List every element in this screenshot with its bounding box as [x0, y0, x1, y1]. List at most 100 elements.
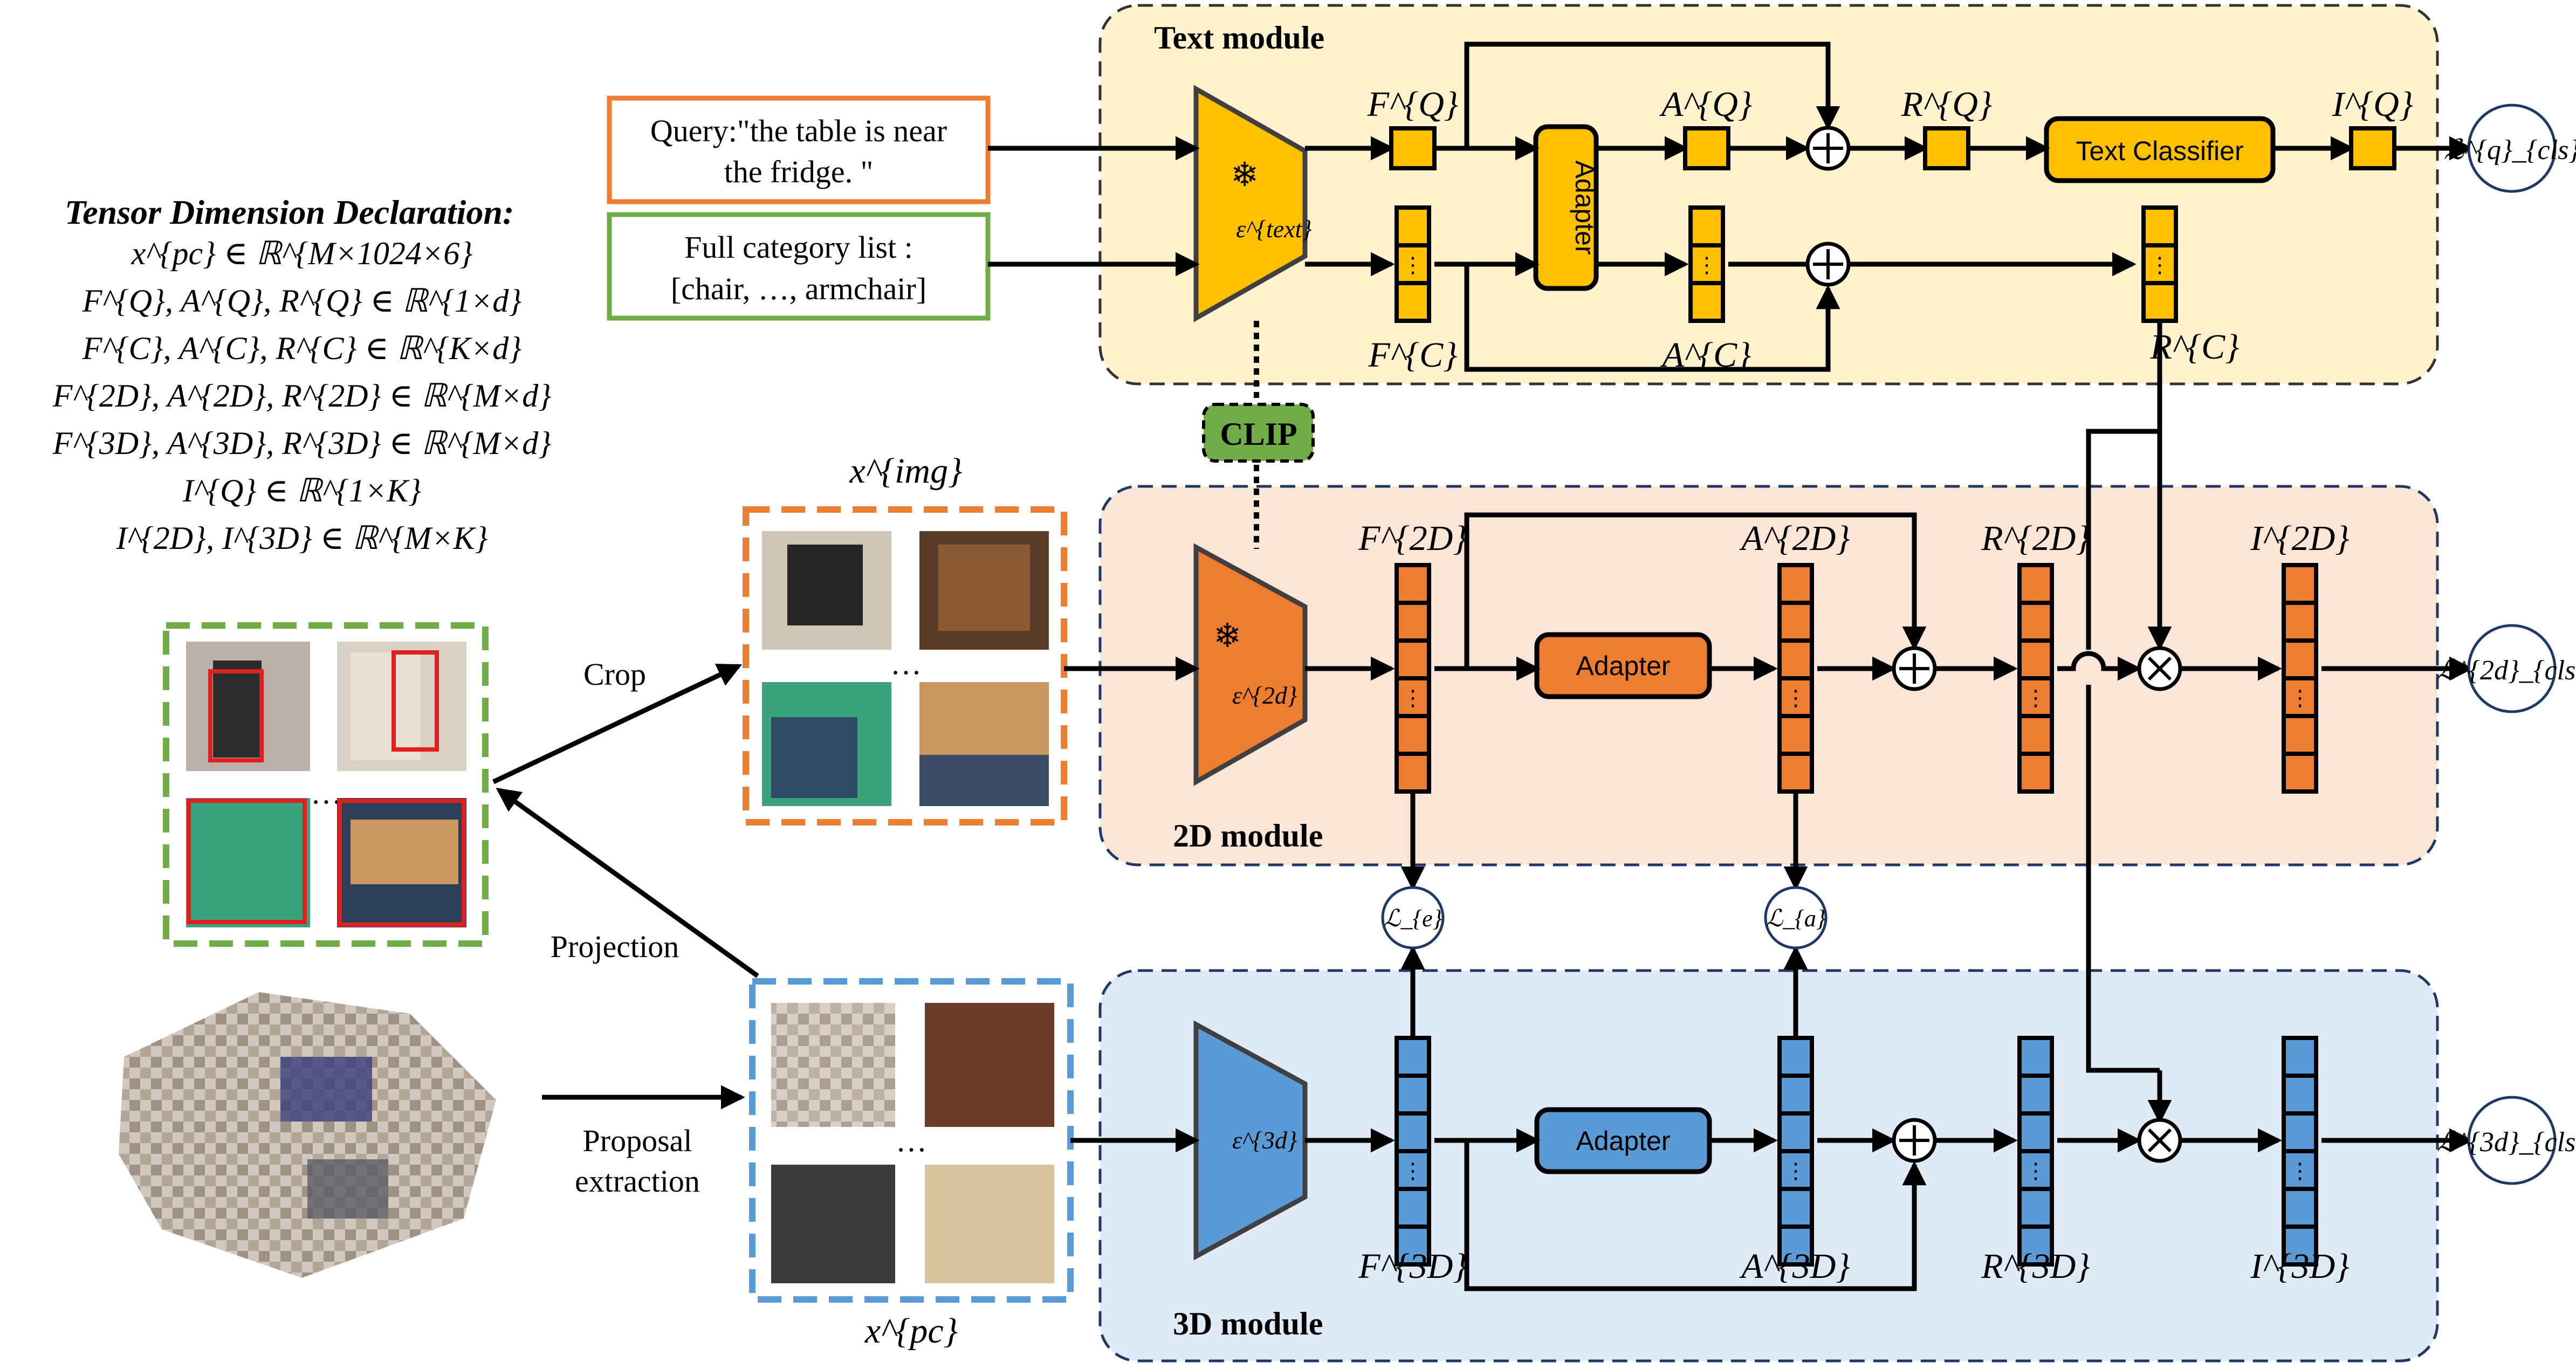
scene-crops-panel: [163, 622, 489, 947]
declaration-line: F^{Q}, A^{Q}, R^{Q} ∈ ℝ^{1×d}: [82, 283, 521, 319]
aq-cell: [1683, 126, 1730, 170]
text-classifier-label: Text Classifier: [2076, 136, 2243, 166]
f3d-stack: ⋮: [1395, 1036, 1431, 1267]
mul-node-2d: [2137, 646, 2182, 691]
2d-encoder: ❄ ε^{2d}: [1193, 543, 1308, 786]
point-cloud-thumbnails: …: [771, 1003, 1054, 1283]
category-line-2: [chair, …, armchair]: [671, 271, 926, 306]
r2d-label: R^{2D}: [1981, 519, 2090, 558]
a3d-stack: ⋮: [1777, 1036, 1814, 1267]
a3d-label: A^{3D}: [1739, 1247, 1850, 1286]
r3d-label: R^{3D}: [1981, 1247, 2090, 1286]
text-adapter-label: Adapter: [1570, 160, 1600, 254]
query-line-1: Query:"the table is near: [650, 113, 947, 148]
crop-arrow: [492, 663, 743, 785]
ac-stack: ⋮: [1688, 205, 1725, 323]
snowflake-icon: ❄: [1231, 155, 1259, 194]
ac-label: A^{C}: [1660, 335, 1751, 375]
mul-node-3d: [2137, 1118, 2182, 1163]
i2d-label: I^{2D}: [2250, 519, 2349, 558]
text-adapter-box: [1533, 124, 1599, 291]
loss-le: ℒ_{e}: [1381, 886, 1445, 950]
ellipsis-glyph: …: [311, 775, 342, 810]
text-module-title: Text module: [1154, 20, 1324, 56]
vertical-ellipsis: ⋮: [2025, 1159, 2046, 1184]
r2d-stack: ⋮: [2017, 563, 2054, 794]
3d-module-title: 3D module: [1173, 1306, 1323, 1342]
iq-cell: [2349, 126, 2396, 170]
declaration-line: F^{2D}, A^{2D}, R^{2D} ∈ ℝ^{M×d}: [52, 378, 551, 414]
fq-label: F^{Q}: [1367, 85, 1459, 124]
vertical-ellipsis: ⋮: [2289, 686, 2311, 711]
3d-encoder-label: ε^{3d}: [1232, 1126, 1297, 1154]
fc-stack: ⋮: [1395, 205, 1431, 323]
f2d-skip-arrow: [1464, 512, 1927, 669]
3d-encoder: ε^{3d}: [1193, 1020, 1308, 1261]
vertical-ellipsis: ⋮: [1402, 253, 1424, 278]
fc-label: F^{C}: [1368, 335, 1458, 375]
ellipsis-glyph: …: [896, 1123, 927, 1158]
vertical-ellipsis: ⋮: [2149, 253, 2170, 278]
i3d-stack: ⋮: [2282, 1036, 2318, 1267]
iq-label: I^{Q}: [2332, 85, 2413, 124]
sum-node-q: [1805, 126, 1851, 171]
r2d-hop-line: [2057, 651, 2138, 671]
declaration-line: x^{pc} ∈ ℝ^{M×1024×6}: [131, 236, 473, 271]
tensor-dimension-declaration: Tensor Dimension Declaration: x^{pc} ∈ ℝ…: [52, 193, 551, 556]
vertical-ellipsis: ⋮: [1785, 686, 1806, 711]
scene-point-cloud: [119, 992, 496, 1278]
rc-stack: ⋮: [2141, 205, 2178, 323]
loss-cls-q: ℒ^{q}_{cls}: [2444, 104, 2576, 193]
rc-branch-lower-line: [2086, 685, 2160, 1073]
i3d-label: I^{3D}: [2250, 1247, 2349, 1286]
rc-label: R^{C}: [2150, 327, 2240, 367]
svg-text:ℒ_{a}: ℒ_{a}: [1766, 905, 1826, 932]
category-line-1: Full category list :: [684, 230, 913, 265]
ximg-label: x^{img}: [849, 451, 963, 491]
f3d-skip-arrow: [1464, 1140, 1927, 1291]
projection-label: Projection: [551, 929, 679, 964]
feature-cells: ⋮ ⋮ ⋮ ⋮ ⋮ ⋮ ⋮ ⋮ ⋮ ⋮ ⋮: [1389, 126, 2396, 1267]
declaration-line: I^{2D}, I^{3D} ∈ ℝ^{M×K}: [116, 520, 488, 556]
f2d-label: F^{2D}: [1358, 519, 1467, 558]
fq-cell: [1389, 126, 1437, 170]
text-module-background: [1098, 4, 2439, 386]
2d-encoder-label: ε^{2d}: [1232, 682, 1297, 709]
sum-node-2d: [1892, 646, 1937, 691]
declaration-line: I^{Q} ∈ ℝ^{1×K}: [182, 473, 421, 508]
text-encoder: ❄ ε^{text}: [1193, 85, 1312, 322]
image-crops-thumbnails: …: [762, 531, 1049, 806]
vertical-ellipsis: ⋮: [2025, 686, 2046, 711]
2d-module-title: 2D module: [1173, 818, 1323, 854]
xpc-label: x^{pc}: [864, 1311, 958, 1351]
svg-text:ℒ^{q}_{cls}: ℒ^{q}_{cls}: [2444, 135, 2576, 166]
clip-label: CLIP: [1220, 416, 1297, 452]
query-box: [607, 95, 991, 204]
rc-branch-line: [2086, 429, 2160, 650]
svg-text:ℒ^{2d}_{cls}: ℒ^{2d}_{cls}: [2437, 655, 2576, 686]
proposal-label-2: extraction: [575, 1164, 700, 1199]
projection-arrow: [496, 788, 759, 978]
3d-adapter-label: Adapter: [1576, 1126, 1670, 1156]
loss-cls-2d: ℒ^{2d}_{cls}: [2437, 624, 2576, 713]
clip-box: [1202, 403, 1315, 463]
scene-crops-images: …: [186, 642, 466, 927]
fc-skip-arrow: [1464, 264, 1840, 372]
a2d-stack: ⋮: [1777, 563, 1814, 794]
svg-text:ℒ^{3d}_{cls}: ℒ^{3d}_{cls}: [2437, 1127, 2576, 1158]
vertical-ellipsis: ⋮: [1402, 686, 1424, 711]
a2d-label: A^{2D}: [1739, 519, 1850, 558]
svg-text:ℒ_{e}: ℒ_{e}: [1384, 905, 1442, 932]
text-encoder-label: ε^{text}: [1236, 215, 1312, 243]
image-crops-panel: [743, 506, 1067, 825]
rq-label: R^{Q}: [1901, 85, 1993, 124]
f3d-label: F^{3D}: [1358, 1247, 1467, 1286]
sum-node-c: [1805, 242, 1851, 287]
query-line-2: the fridge. ": [724, 154, 874, 189]
loss-la: ℒ_{a}: [1764, 886, 1828, 950]
declaration-line: F^{3D}, A^{3D}, R^{3D} ∈ ℝ^{M×d}: [52, 425, 551, 461]
sum-node-3d: [1892, 1118, 1937, 1163]
declaration-line: F^{C}, A^{C}, R^{C} ∈ ℝ^{K×d}: [82, 331, 522, 366]
rq-cell: [1923, 126, 1970, 170]
